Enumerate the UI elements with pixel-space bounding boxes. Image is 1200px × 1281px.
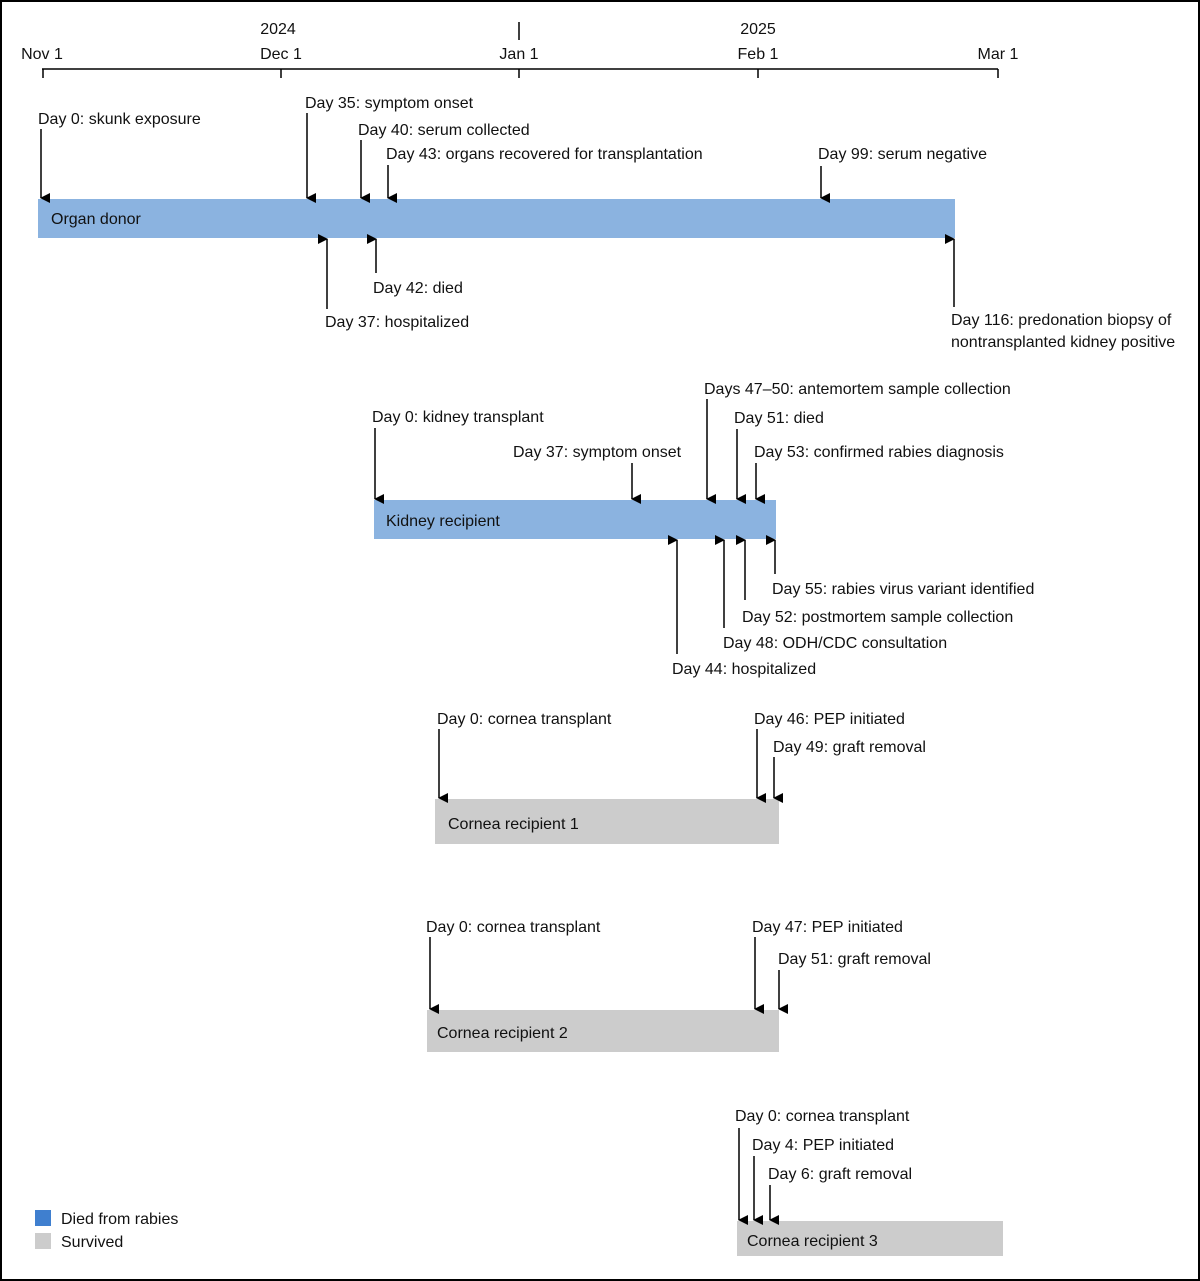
cornea-recipient-3-bar <box>737 1221 1003 1256</box>
event-label: Day 99: serum negative <box>818 146 987 163</box>
legend-label-survived: Survived <box>61 1234 123 1251</box>
event-label: Day 4: PEP initiated <box>752 1137 894 1154</box>
tick-label: Nov 1 <box>21 46 63 63</box>
event-label: Day 6: graft removal <box>768 1166 912 1183</box>
organ-donor-label: Organ donor <box>51 211 142 228</box>
cornea-recipient-2-track: Cornea recipient 2 Day 0: cornea transpl… <box>426 919 931 1052</box>
organ-donor-track: Organ donor Day 0: skunk exposure Day 35… <box>38 95 1176 351</box>
cornea-recipient-2-label: Cornea recipient 2 <box>437 1025 568 1042</box>
event-label-line: nontransplanted kidney positive <box>951 334 1175 351</box>
event-label: Day 0: skunk exposure <box>38 111 201 128</box>
year-label: 2025 <box>740 21 776 38</box>
event-label: Day 37: symptom onset <box>513 444 682 461</box>
kidney-recipient-track: Kidney recipient Day 0: kidney transplan… <box>372 381 1034 678</box>
cornea-recipient-1-bar <box>435 799 779 844</box>
legend-swatch-died <box>35 1210 51 1226</box>
event-label: Day 52: postmortem sample collection <box>742 609 1013 626</box>
tick-label: Jan 1 <box>499 46 538 63</box>
event-label: Days 47–50: antemortem sample collection <box>704 381 1011 398</box>
event-label: Day 42: died <box>373 280 463 297</box>
event-label: Day 47: PEP initiated <box>752 919 903 936</box>
tick-label: Mar 1 <box>978 46 1019 63</box>
event-label: Day 0: cornea transplant <box>735 1108 910 1125</box>
kidney-recipient-bar <box>374 500 776 539</box>
event-label: Day 43: organs recovered for transplanta… <box>386 146 703 163</box>
organ-donor-bar <box>38 199 955 238</box>
event-label: Day 116: predonation biopsy of nontransp… <box>951 312 1176 351</box>
legend-swatch-survived <box>35 1233 51 1249</box>
event-label: Day 37: hospitalized <box>325 314 469 331</box>
event-label: Day 40: serum collected <box>358 122 530 139</box>
event-label: Day 48: ODH/CDC consultation <box>723 635 947 652</box>
event-label: Day 51: graft removal <box>778 951 931 968</box>
event-label: Day 35: symptom onset <box>305 95 474 112</box>
kidney-recipient-label: Kidney recipient <box>386 513 500 530</box>
tick-label: Dec 1 <box>260 46 302 63</box>
event-label: Day 49: graft removal <box>773 739 926 756</box>
time-axis: 2024 2025 Nov 1 Dec 1 Jan 1 Feb 1 Mar 1 <box>21 21 1019 78</box>
cornea-recipient-3-track: Cornea recipient 3 Day 0: cornea transpl… <box>735 1108 1003 1256</box>
event-label: Day 51: died <box>734 410 824 427</box>
event-label-line: Day 116: predonation biopsy of <box>951 312 1172 329</box>
cornea-recipient-1-track: Cornea recipient 1 Day 0: cornea transpl… <box>435 711 926 844</box>
tick-label: Feb 1 <box>738 46 779 63</box>
event-label: Day 53: confirmed rabies diagnosis <box>754 444 1004 461</box>
cornea-recipient-3-label: Cornea recipient 3 <box>747 1233 878 1250</box>
cornea-recipient-2-bar <box>427 1010 779 1052</box>
event-label: Day 55: rabies virus variant identified <box>772 581 1034 598</box>
event-label: Day 46: PEP initiated <box>754 711 905 728</box>
event-label: Day 44: hospitalized <box>672 661 816 678</box>
legend-label-died: Died from rabies <box>61 1211 178 1228</box>
event-label: Day 0: cornea transplant <box>426 919 601 936</box>
event-label: Day 0: cornea transplant <box>437 711 612 728</box>
event-label: Day 0: kidney transplant <box>372 409 544 426</box>
cornea-recipient-1-label: Cornea recipient 1 <box>448 816 579 833</box>
year-label: 2024 <box>260 21 296 38</box>
legend: Died from rabies Survived <box>35 1210 178 1251</box>
